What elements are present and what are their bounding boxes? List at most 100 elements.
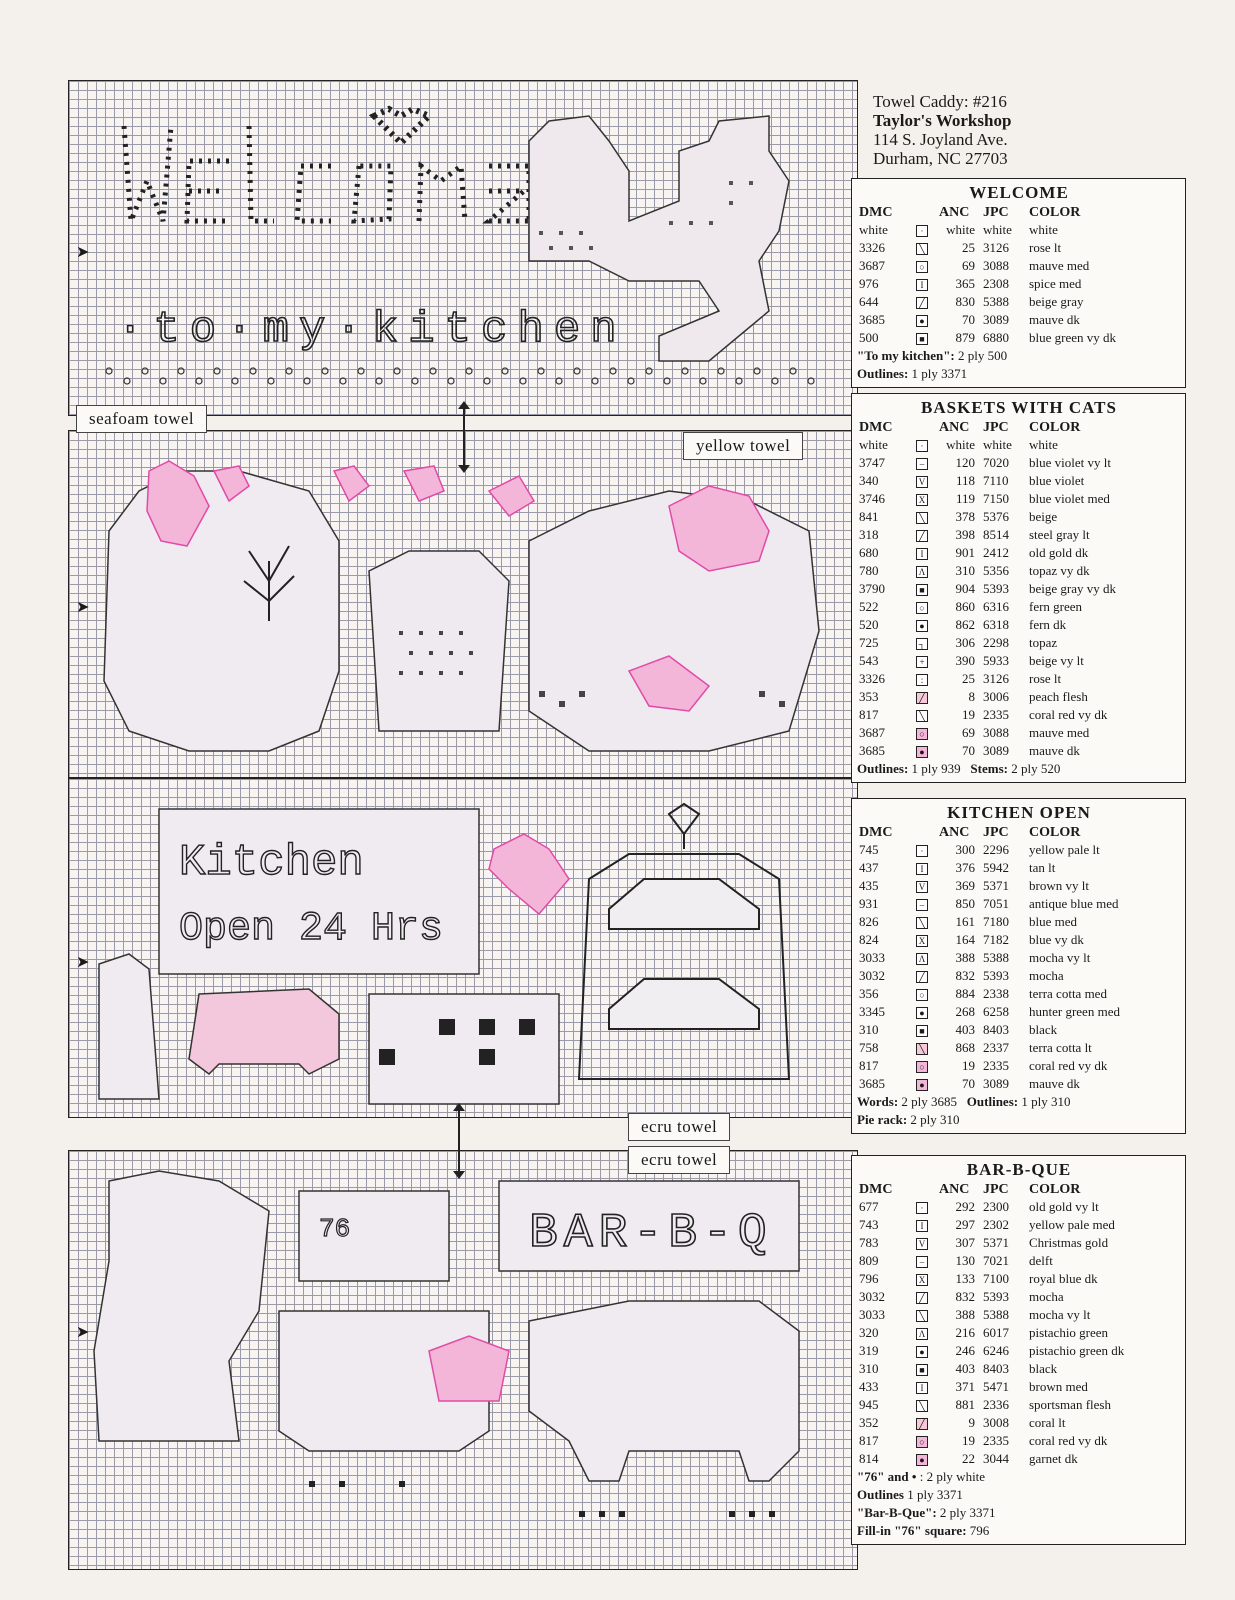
dmc-cell: 841 bbox=[859, 509, 879, 524]
color-cell: blue vy dk bbox=[1029, 932, 1084, 947]
dmc-cell: 520 bbox=[859, 617, 879, 632]
color-cell: mauve dk bbox=[1029, 743, 1080, 758]
pattern-number: Towel Caddy: #216 bbox=[873, 92, 1007, 111]
key-note-label: Fill-in "76" square: bbox=[857, 1523, 967, 1538]
stitch-symbol-icon: ■ bbox=[916, 584, 928, 597]
symbol-cell: V bbox=[907, 877, 937, 895]
dmc-cell: 644 bbox=[859, 294, 879, 309]
jpc-cell: 2308 bbox=[983, 276, 1009, 291]
color-cell: mocha bbox=[1029, 968, 1064, 983]
symbol-cell: ○ bbox=[907, 1432, 937, 1450]
color-cell: mauve dk bbox=[1029, 1076, 1080, 1091]
dmc-cell: 3685 bbox=[859, 1076, 885, 1091]
dmc-cell: 437 bbox=[859, 860, 879, 875]
dmc-cell: 3685 bbox=[859, 312, 885, 327]
cross-stitch-chart-area: ·to·my·kitchen bbox=[68, 80, 858, 1580]
column-header: ANC bbox=[939, 205, 970, 220]
color-cell: beige bbox=[1029, 509, 1058, 524]
anc-cell: 403 bbox=[955, 1361, 976, 1376]
open-24-hrs-word: Open 24 Hrs bbox=[179, 907, 443, 952]
dmc-cell: 725 bbox=[859, 635, 879, 650]
welcome-heart bbox=[368, 105, 435, 148]
symbol-cell: ╱ bbox=[907, 293, 937, 311]
jpc-cell: 7180 bbox=[983, 914, 1009, 929]
jpc-cell: 3126 bbox=[983, 240, 1009, 255]
anc-cell: 25 bbox=[962, 240, 975, 255]
anc-cell: 901 bbox=[955, 545, 976, 560]
column-header bbox=[907, 420, 937, 436]
anc-cell: 161 bbox=[955, 914, 976, 929]
bbq-sign bbox=[498, 1180, 800, 1272]
dmc-cell: 976 bbox=[859, 276, 879, 291]
stitch-symbol-icon: + bbox=[916, 656, 928, 669]
column-header: ANC bbox=[939, 1182, 970, 1197]
symbol-cell: ● bbox=[907, 1450, 937, 1468]
color-cell: mauve med bbox=[1029, 258, 1090, 273]
pattern-header: Towel Caddy: #216 Taylor's Workshop 114 … bbox=[873, 92, 1203, 168]
ecru-towel-label-2: ecru towel bbox=[628, 1146, 731, 1174]
yellow-towel-label: yellow towel bbox=[683, 432, 804, 460]
jpc-cell: 5371 bbox=[983, 878, 1009, 893]
dmc-cell: 796 bbox=[859, 1271, 879, 1286]
center-arrow-3: ➤ bbox=[76, 954, 90, 971]
dmc-cell: 809 bbox=[859, 1253, 879, 1268]
dmc-cell: 3032 bbox=[859, 1289, 885, 1304]
color-cell: pistachio green dk bbox=[1029, 1343, 1125, 1358]
dmc-cell: 814 bbox=[859, 1451, 879, 1466]
symbol-cell: – bbox=[907, 1252, 937, 1270]
key-note-value: 2 ply 3371 bbox=[936, 1505, 996, 1520]
stitch-symbol-icon: V bbox=[916, 881, 928, 894]
anc-cell: 19 bbox=[962, 1058, 975, 1073]
anc-cell: 369 bbox=[955, 878, 976, 893]
stitch-symbol-icon: I bbox=[916, 279, 928, 292]
jpc-cell: 6880 bbox=[983, 330, 1009, 345]
color-cell: rose lt bbox=[1029, 671, 1062, 686]
dmc-cell: 931 bbox=[859, 896, 879, 911]
dmc-cell: 318 bbox=[859, 527, 879, 542]
key-note: "76" and • : 2 ply white bbox=[857, 1468, 1181, 1486]
jpc-cell: 7021 bbox=[983, 1253, 1009, 1268]
symbol-cell: · bbox=[907, 841, 937, 859]
jpc-cell: 5371 bbox=[983, 1235, 1009, 1250]
cat-motif bbox=[98, 953, 160, 1100]
dmc-cell: 743 bbox=[859, 1217, 879, 1232]
jpc-cell: 6246 bbox=[983, 1343, 1009, 1358]
key-note-value: 2 ply 520 bbox=[1007, 761, 1061, 776]
baskets-chart-panel bbox=[68, 430, 858, 778]
anc-cell: 70 bbox=[962, 1076, 975, 1091]
color-cell: hunter green med bbox=[1029, 1004, 1120, 1019]
jpc-cell: 5471 bbox=[983, 1379, 1009, 1394]
anc-cell: 378 bbox=[955, 509, 976, 524]
color-cell: garnet dk bbox=[1029, 1451, 1078, 1466]
stitch-symbol-icon: ╲ bbox=[916, 1043, 928, 1056]
stitch-symbol-icon: X bbox=[916, 935, 928, 948]
note-spacer bbox=[961, 761, 971, 776]
dmc-cell: 356 bbox=[859, 986, 879, 1001]
color-cell: coral red vy dk bbox=[1029, 1058, 1108, 1073]
jpc-cell: white bbox=[983, 222, 1012, 237]
symbol-cell: – bbox=[907, 454, 937, 472]
column-header bbox=[907, 825, 937, 841]
symbol-cell: ● bbox=[907, 311, 937, 329]
color-cell: mocha vy lt bbox=[1029, 1307, 1091, 1322]
key-note-value: 2 ply 310 bbox=[907, 1112, 960, 1127]
anc-cell: 862 bbox=[955, 617, 976, 632]
symbol-cell: I bbox=[907, 1216, 937, 1234]
seventy-six-mark: 76 bbox=[319, 1214, 350, 1244]
key-note-value: 2 ply 500 bbox=[954, 348, 1008, 363]
anc-cell: 904 bbox=[955, 581, 976, 596]
jpc-cell: 6316 bbox=[983, 599, 1009, 614]
anc-cell: 133 bbox=[955, 1271, 976, 1286]
